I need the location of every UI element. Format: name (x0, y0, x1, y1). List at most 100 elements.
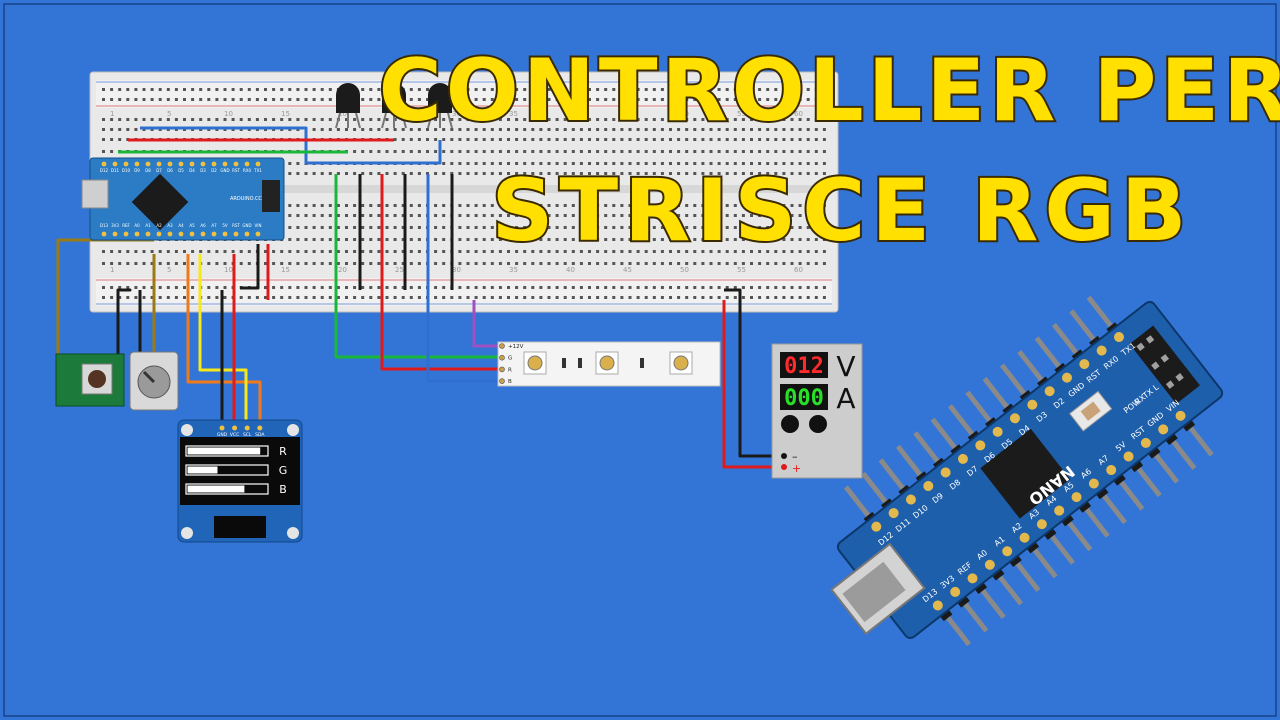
breadboard-hole (102, 286, 105, 289)
nano-header-pin (843, 485, 873, 520)
breadboard-hole (515, 214, 519, 217)
breadboard-hole (766, 118, 770, 121)
breadboard-hole (774, 150, 778, 153)
breadboard-hole (369, 98, 373, 101)
breadboard-hole (490, 204, 494, 207)
breadboard-hole (822, 238, 826, 241)
breadboard-hole (458, 296, 462, 299)
breadboard-hole (693, 262, 697, 265)
breadboard-hole (466, 88, 470, 91)
arduino-pin (211, 231, 217, 237)
breadboard-hole (620, 98, 624, 101)
oled-pin (219, 425, 225, 431)
breadboard-hole (482, 150, 486, 153)
breadboard-hole (296, 262, 300, 265)
breadboard-hole (669, 98, 672, 101)
breadboard-hole (361, 296, 365, 299)
breadboard-hole (474, 128, 478, 131)
nano-pad (1044, 386, 1055, 397)
arduino-pin (178, 161, 184, 167)
breadboard-hole (547, 238, 551, 241)
nano-icsp-pin (1145, 335, 1155, 344)
breadboard-hole (134, 98, 138, 101)
oled-bar-frame (185, 464, 269, 476)
breadboard-hole (644, 138, 648, 141)
breadboard-hole (523, 118, 527, 121)
breadboard-hole (547, 98, 551, 101)
breadboard-hole (272, 296, 276, 299)
breadboard-hole (450, 128, 454, 131)
breadboard-hole (563, 128, 567, 131)
breadboard-hole (288, 118, 292, 121)
column-number-bottom: 55 (737, 266, 746, 274)
column-number-bottom: 35 (509, 266, 518, 274)
breadboard-hole (434, 296, 438, 299)
breadboard-hole (588, 118, 591, 121)
breadboard-hole (758, 214, 762, 217)
breadboard-hole (733, 214, 737, 217)
breadboard-hole (660, 296, 664, 299)
breadboard-hole (288, 214, 292, 217)
breadboard-hole (409, 250, 413, 253)
breadboard-hole (474, 286, 478, 289)
column-number: 60 (794, 110, 803, 118)
breadboard-hole (142, 250, 146, 253)
breadboard-hole (474, 172, 478, 175)
nano-header-pin (982, 377, 1012, 412)
breadboard-hole (507, 128, 510, 131)
breadboard-hole (733, 98, 737, 101)
breadboard-hole (466, 138, 470, 141)
voltage-display (780, 352, 828, 378)
breadboard-hole (434, 286, 438, 289)
nano-pad (1113, 332, 1124, 343)
breadboard-hole (231, 118, 235, 121)
breadboard-hole (766, 262, 770, 265)
breadboard-hole (555, 296, 559, 299)
breadboard-hole (223, 296, 227, 299)
breadboard-hole (369, 88, 373, 91)
breadboard-hole (466, 128, 470, 131)
breadboard-hole (199, 118, 203, 121)
breadboard-hole (669, 286, 672, 289)
breadboard-hole (150, 88, 154, 91)
breadboard-hole (507, 138, 510, 141)
nano-header-pin (947, 404, 977, 439)
breadboard-hole (571, 250, 575, 253)
breadboard-hole (442, 138, 446, 141)
breadboard-hole (223, 250, 227, 253)
breadboard-hole (579, 128, 583, 131)
breadboard-hole (515, 262, 519, 265)
breadboard-hole (345, 226, 348, 229)
breadboard-hole (158, 118, 162, 121)
breadboard-hole (466, 226, 470, 229)
column-number-bottom: 25 (395, 266, 404, 274)
arduino-pin (112, 161, 118, 167)
breadboard-hole (239, 98, 243, 101)
breadboard-hole (515, 118, 519, 121)
breadboard-hole (401, 262, 405, 265)
breadboard-hole (199, 250, 203, 253)
breadboard-hole (766, 150, 770, 153)
breadboard-hole (409, 138, 413, 141)
breadboard-hole (790, 238, 794, 241)
breadboard-hole (685, 214, 689, 217)
breadboard-hole (563, 286, 567, 289)
current-unit: A (836, 382, 855, 415)
breadboard-hole (709, 98, 713, 101)
breadboard-hole (239, 88, 243, 91)
breadboard-hole (361, 172, 365, 175)
breadboard-hole (369, 214, 373, 217)
breadboard-hole (669, 238, 672, 241)
nano-header-base (1112, 472, 1126, 486)
breadboard-hole (515, 226, 519, 229)
breadboard-hole (733, 226, 737, 229)
breadboard-hole (466, 214, 470, 217)
breadboard-hole (409, 204, 413, 207)
breadboard-hole (442, 296, 446, 299)
breadboard-hole (758, 286, 762, 289)
breadboard-hole (158, 88, 162, 91)
breadboard-hole (612, 262, 616, 265)
breadboard-hole (361, 118, 365, 121)
arduino-pin-label: D9 (134, 168, 140, 173)
breadboard-hole (790, 98, 794, 101)
